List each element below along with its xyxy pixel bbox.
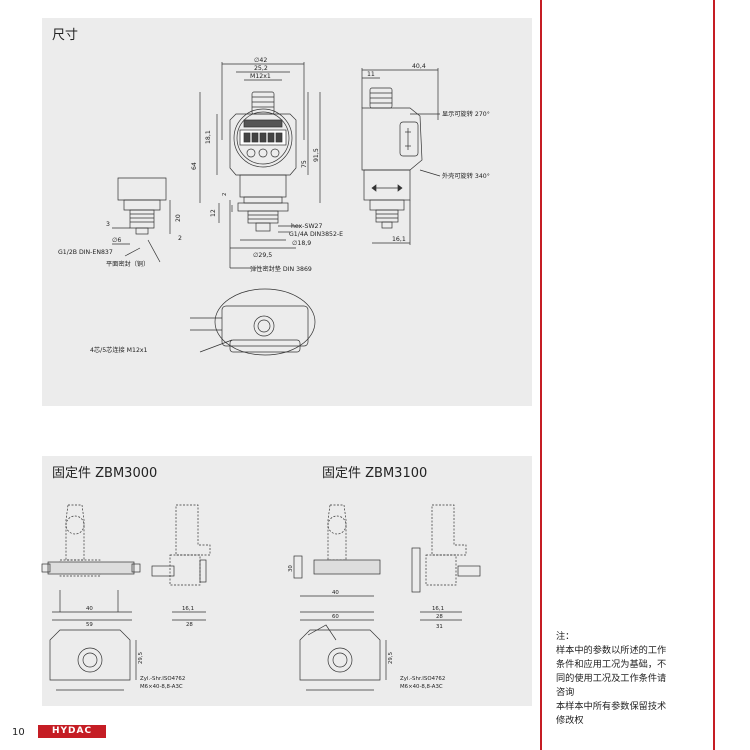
note-line: 同的使用工况及工作条件请 — [556, 673, 667, 684]
adapter-dim-20: 20 — [175, 214, 182, 222]
top-view-drawing — [190, 288, 316, 356]
adapter-dim-2: 2 — [178, 235, 182, 242]
dim-18-1: 18,1 — [205, 130, 212, 144]
dim-64: 64 — [191, 162, 198, 170]
zbm3100-dim-60: 60 — [332, 614, 339, 620]
zbm3100-dim-16-1: 16,1 — [432, 606, 444, 612]
note-line: 咨询 — [556, 687, 575, 698]
dim-11: 11 — [367, 71, 375, 78]
note-block: 注： 样本中的参数以所述的工作 条件和应用工况为基础，不 同的使用工况及工作条件… — [556, 630, 696, 728]
seal-label: 弹性密封垫 DIN 3869 — [250, 265, 312, 273]
display-rotate-label: 显示可旋转 270° — [442, 110, 490, 118]
hydac-logo: HYDAC — [38, 725, 106, 738]
dim-thread: G1/4A DIN3852-E — [289, 231, 343, 238]
dim-42: ∅42 — [254, 57, 267, 64]
note-line: 修改权 — [556, 715, 584, 726]
dim-2-top: 2 — [222, 193, 228, 196]
mounting-panel — [42, 456, 532, 706]
zbm3000-drawing — [41, 504, 211, 691]
dim-40-4: 40,4 — [412, 63, 426, 70]
dim-25-2: 25,2 — [254, 65, 268, 72]
side-view-drawing — [361, 68, 441, 245]
zbm3000-dim-29-5: 29,5 — [138, 652, 144, 664]
dim-75: 75 — [301, 160, 308, 168]
note-title: 注： — [556, 631, 575, 642]
adapter-thread: G1/2B DIN-EN837 — [58, 249, 113, 256]
dimensions-panel — [42, 18, 532, 406]
dim-18-9: ∅18,9 — [292, 240, 311, 247]
dimensions-heading: 尺寸 — [52, 28, 79, 43]
zbm3100-dim-29-5: 29,5 — [388, 652, 394, 664]
dim-m12: M12x1 — [250, 73, 271, 80]
dim-16-1: 16,1 — [392, 236, 406, 243]
zbm3100-heading: 固定件 ZBM3100 — [322, 466, 428, 481]
page-number: 10 — [12, 727, 25, 738]
adapter-seal: 平面密封（铜） — [106, 260, 149, 268]
zbm3000-heading: 固定件 ZBM3000 — [52, 466, 158, 481]
zbm3100-dim-40: 40 — [332, 590, 339, 596]
zbm3100-dim-28: 28 — [436, 614, 443, 620]
dim-91-5: 91,5 — [313, 148, 320, 162]
zbm3000-dim-28: 28 — [186, 622, 193, 628]
dim-29-5: ∅29,5 — [253, 252, 272, 259]
note-line: 样本中的参数以所述的工作 — [556, 645, 667, 656]
zbm3000-dim-16-1: 16,1 — [182, 606, 194, 612]
adapter-dim-3: 3 — [106, 221, 110, 228]
adapter-dim-6: ∅6 — [112, 237, 121, 244]
zbm3100-dim-30: 30 — [288, 565, 294, 572]
dim-hex: hex-SW27 — [291, 223, 322, 230]
front-view-drawing — [199, 62, 321, 269]
right-red-rule — [713, 0, 715, 750]
housing-rotate-label: 外壳可旋转 340° — [442, 172, 490, 180]
zbm3000-screw-line2: M6×40-8,8-A3C — [140, 684, 183, 690]
connector-label: 4芯/5芯连接 M12x1 — [90, 346, 148, 354]
adapter-view-drawing — [112, 177, 171, 263]
note-line: 条件和应用工况为基础，不 — [556, 659, 667, 670]
zbm3100-dim-31: 31 — [436, 624, 443, 630]
zbm3100-drawing — [293, 504, 481, 691]
zbm3000-dim-40: 40 — [86, 606, 93, 612]
note-line: 本样本中所有参数保留技术 — [556, 701, 667, 712]
zbm3100-screw-line1: Zyl.-Shr.ISO4762 — [400, 676, 445, 682]
zbm3100-screw-line2: M6×40-8,8-A3C — [400, 684, 443, 690]
dim-12: 12 — [210, 209, 217, 217]
left-red-rule — [540, 0, 542, 750]
zbm3000-screw-line1: Zyl.-Shr.ISO4762 — [140, 676, 185, 682]
zbm3000-dim-59: 59 — [86, 622, 93, 628]
